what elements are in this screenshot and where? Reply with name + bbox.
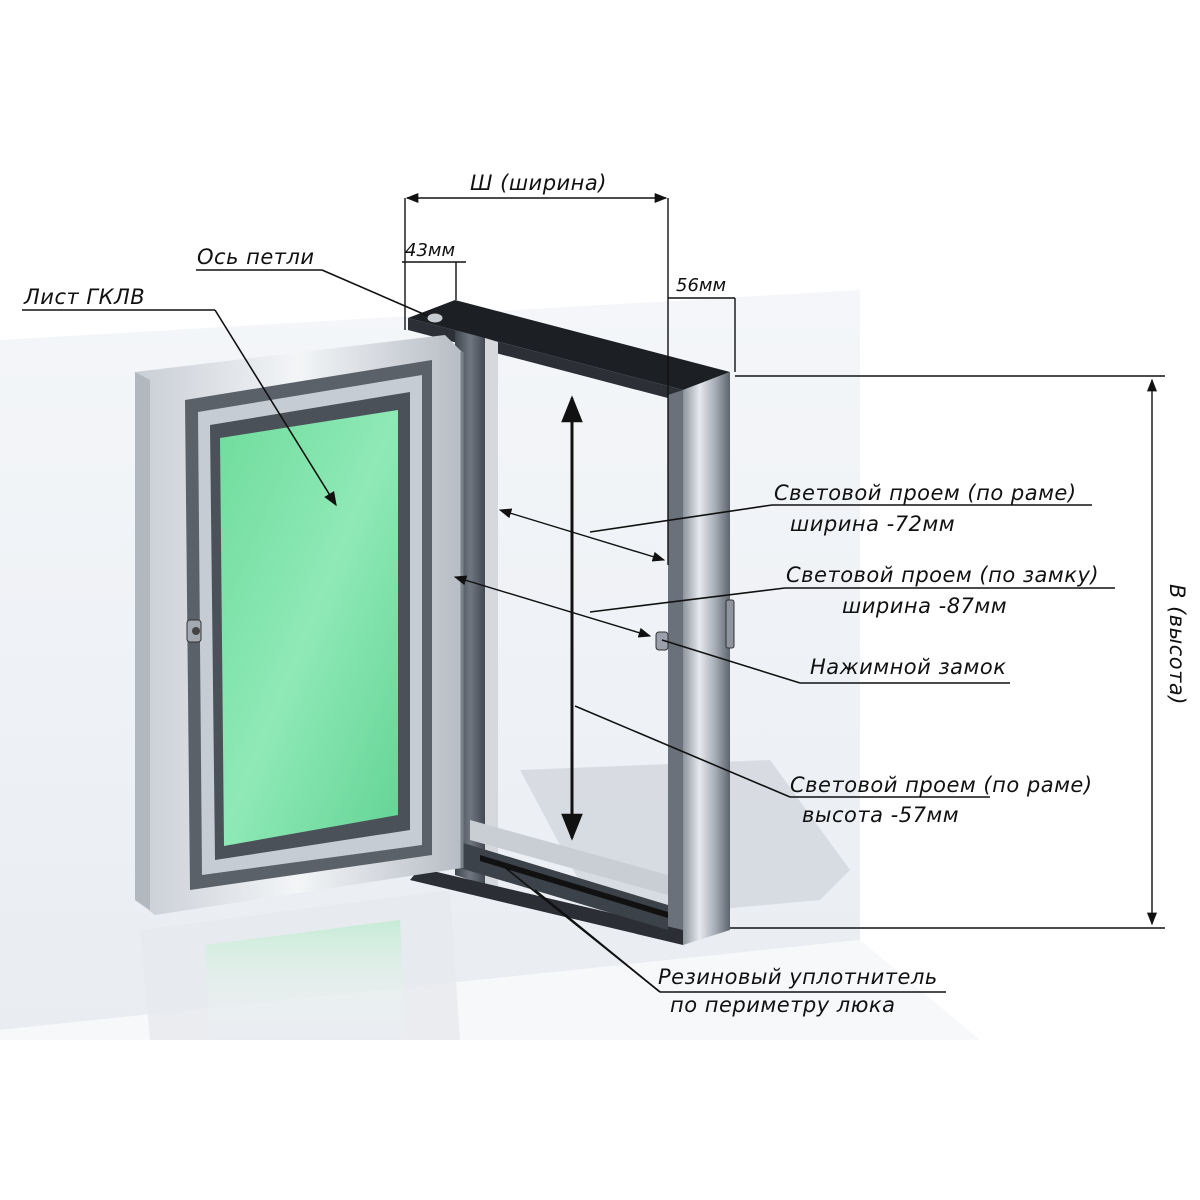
hinge-axis-label: Ось петли [197, 245, 315, 269]
light-frame-width-title: Световой проем (по раме) [774, 481, 1077, 505]
dim-43-label: 43мм [405, 240, 455, 261]
light-frame-width-value: ширина -72мм [790, 512, 955, 536]
gklv-sheet-label: Лист ГКЛВ [23, 285, 145, 309]
hinge-pin [426, 312, 444, 324]
light-frame-height-title: Световой проем (по раме) [790, 773, 1093, 797]
light-lock-width-title: Световой проем (по замку) [786, 563, 1099, 587]
floor-reflection [140, 890, 460, 1040]
door-lock-handle [186, 619, 202, 643]
labels: Ш (ширина) 43мм 56мм Ось петли Лист ГКЛВ… [23, 171, 1189, 1017]
lock-knob-frame [655, 599, 735, 651]
height-label: В (высота) [1165, 584, 1189, 705]
leader-lines [22, 269, 1115, 993]
light-frame-height-value: высота -57мм [802, 803, 959, 827]
light-lock-width-value: ширина -87мм [842, 594, 1007, 618]
rubber-seal-label-2: по периметру люка [670, 993, 895, 1017]
push-lock-label: Нажимной замок [810, 655, 1006, 679]
dim-56-label: 56мм [676, 275, 726, 296]
dimension-lines [402, 192, 1165, 929]
door-leaf [135, 335, 464, 915]
width-label: Ш (ширина) [470, 171, 607, 195]
rubber-seal-label-1: Резиновый уплотнитель [658, 965, 938, 989]
